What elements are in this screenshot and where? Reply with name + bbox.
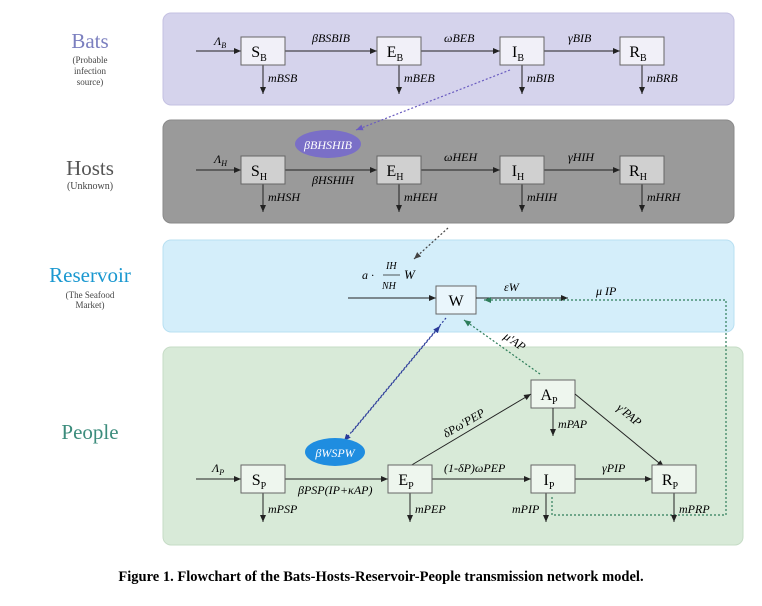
reservoir-sub2: Market)	[76, 300, 105, 310]
rate-omega-eb: ωBEB	[444, 31, 475, 45]
rate-m-rp: mPRP	[679, 502, 710, 516]
svg-text:RB: RB	[629, 44, 647, 64]
node-sp	[240, 464, 286, 494]
reservoir-sub1: (The Seafood	[66, 290, 115, 300]
node-ib	[499, 36, 545, 66]
rate-shed-w: W	[404, 267, 416, 282]
bats-sub2: infection	[74, 66, 106, 76]
rate-m-ib: mBIB	[527, 71, 555, 85]
rate-gamma-ih: γHIH	[568, 150, 595, 164]
svg-text:EP: EP	[398, 472, 414, 492]
rate-m-sh: mHSH	[268, 190, 301, 204]
svg-text:EH: EH	[386, 163, 403, 183]
rate-omega-eh: ωHEH	[444, 150, 478, 164]
rate-m-eb: mBEB	[404, 71, 435, 85]
rate-m-ep: mPEP	[415, 502, 446, 516]
node-ep	[387, 464, 433, 494]
rate-eps-w: εW	[504, 280, 520, 294]
rate-shed-den: NH	[381, 281, 397, 292]
node-sb	[240, 36, 286, 66]
rate-m-ip: mPIP	[512, 502, 540, 516]
svg-text:EB: EB	[387, 44, 404, 64]
rate-lambda-h: ΛH	[213, 152, 228, 168]
bats-sub3: source)	[77, 77, 104, 87]
people-title: People	[61, 420, 118, 444]
svg-text:IB: IB	[512, 44, 524, 64]
reservoir-title: Reservoir	[49, 263, 131, 287]
svg-text:W: W	[448, 293, 464, 310]
node-ih	[499, 155, 545, 185]
rate-m-sb: mBSB	[268, 71, 298, 85]
rate-shed-num: IH	[385, 261, 397, 272]
beta-bh-ellipse	[295, 130, 361, 158]
bats-sub1: (Probable	[73, 55, 108, 65]
rate-lambda-p: ΛP	[211, 461, 224, 477]
svg-text:AP: AP	[540, 387, 558, 407]
rate-m-ap: mPAP	[558, 417, 588, 431]
svg-text:IH: IH	[512, 163, 525, 183]
beta-w-ellipse	[305, 438, 365, 466]
rate-gamma-ib: γBIB	[568, 31, 592, 45]
svg-text:RH: RH	[629, 163, 647, 183]
svg-text:IP: IP	[544, 472, 555, 492]
node-eh	[376, 155, 422, 185]
rate-shed-a: a ·	[362, 268, 374, 282]
rate-m-sp: mPSP	[268, 502, 298, 516]
svg-text:SP: SP	[252, 472, 267, 492]
rate-m-rb: mBRB	[647, 71, 678, 85]
rate-m-rh: mHRH	[647, 190, 682, 204]
bats-title: Bats	[71, 29, 108, 53]
rate-lambda-b: ΛB	[213, 34, 226, 50]
node-ip	[530, 464, 576, 494]
svg-text:RP: RP	[662, 472, 679, 492]
node-rh	[619, 155, 665, 185]
node-w	[435, 285, 477, 315]
rate-beta-bh: βBHSHIB	[303, 138, 353, 152]
rate-gamma-ip: γPIP	[602, 461, 626, 475]
people-panel	[162, 346, 744, 546]
rate-mu-ip: μ IP	[595, 284, 617, 298]
svg-text:SH: SH	[251, 163, 267, 183]
hosts-sub1: (Unknown)	[67, 181, 113, 192]
svg-text:SB: SB	[251, 44, 267, 64]
rate-beta-sh-ih: βHSHIH	[311, 173, 355, 187]
rate-beta-w: βWSPW	[314, 446, 355, 460]
rate-one-minus-delta: (1-δP)ωPEP	[444, 461, 506, 475]
hosts-title: Hosts	[66, 156, 114, 180]
bats-panel	[162, 12, 735, 106]
node-rp	[651, 464, 697, 494]
figure-caption: Figure 1. Flowchart of the Bats-Hosts-Re…	[118, 569, 643, 585]
node-ap	[530, 379, 576, 409]
node-eb	[376, 36, 422, 66]
node-sh	[240, 155, 286, 185]
rate-beta-sb-ib: βBSBIB	[311, 31, 351, 45]
rate-m-eh: mHEH	[404, 190, 439, 204]
rate-beta-p: βPSP(IP+κAP)	[297, 483, 372, 497]
node-rb	[619, 36, 665, 66]
rate-m-ih: mHIH	[527, 190, 558, 204]
